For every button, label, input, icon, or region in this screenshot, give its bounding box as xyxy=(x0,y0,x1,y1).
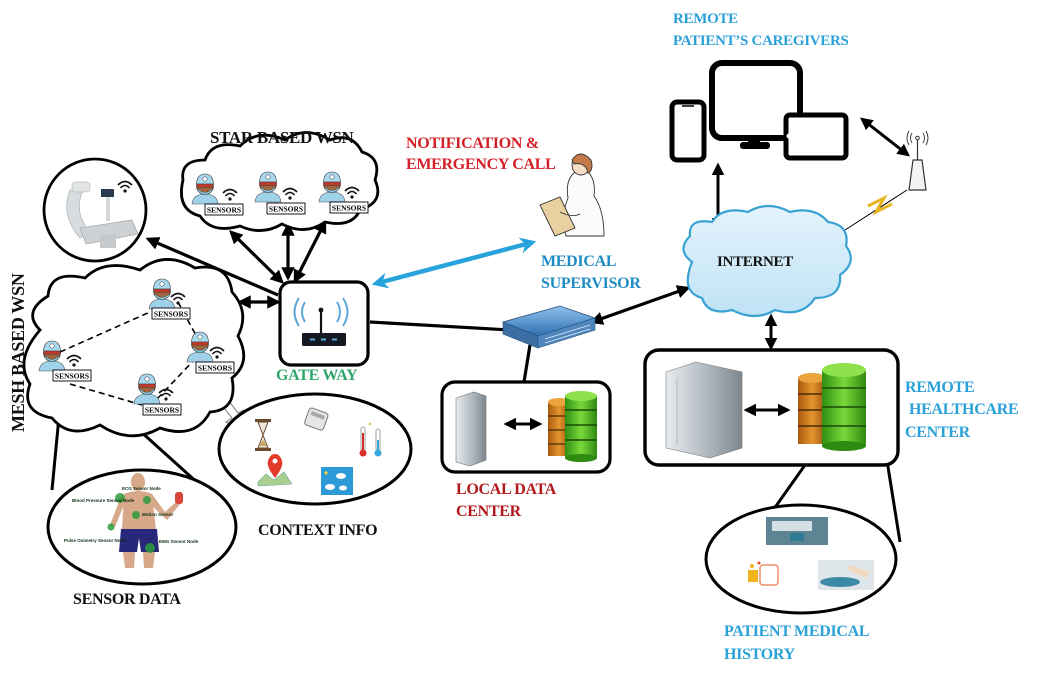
local-data-center-line1: LOCAL DATA xyxy=(456,481,556,498)
mesh-wsn-cloud xyxy=(22,258,246,438)
medical-supervisor-figure xyxy=(539,153,605,237)
mesh-sensor-label-4: SENSORS xyxy=(145,406,179,415)
context-info-label: CONTEXT INFO xyxy=(258,522,378,539)
notification-line1: NOTIFICATION & xyxy=(406,135,539,152)
wireless-tower xyxy=(906,130,929,191)
body-label-blood-pressure: Blood Pressure Sensor Node xyxy=(72,498,135,503)
mesh-sensor-node-1 xyxy=(148,278,191,320)
patient-history-line2: HISTORY xyxy=(724,646,795,663)
weather-icon xyxy=(321,467,353,495)
imaging-device xyxy=(42,157,148,263)
gateway-router xyxy=(278,280,370,367)
link-gateway-star3 xyxy=(293,219,327,284)
medical-supervisor-line1: MEDICAL xyxy=(541,253,617,270)
body-label-pulse-oximetry: Pulse Oximetry Sensor Node xyxy=(64,538,126,543)
link-switch-local xyxy=(522,344,532,383)
remote-caregivers-line1: REMOTE xyxy=(673,11,738,27)
local-data-center-line2: CENTER xyxy=(456,503,521,520)
notification-line2: EMERGENCY CALL xyxy=(406,156,556,173)
lightning-icon xyxy=(867,194,893,216)
body-label-ecg: ECG Sensor Node xyxy=(122,486,161,491)
mesh-sensor-label-3: SENSORS xyxy=(198,364,232,373)
calculator-icon xyxy=(304,407,329,431)
star-sensor-label-1: SENSORS xyxy=(207,206,241,215)
context-info-ellipse xyxy=(217,392,413,506)
sensor-data-ellipse: Blood Pressure Sensor Node ECG Sensor No… xyxy=(46,468,238,586)
caregiver-devices xyxy=(669,60,849,163)
map-pin-icon xyxy=(257,454,293,487)
internet-label: INTERNET xyxy=(717,254,793,270)
link-gateway-star1 xyxy=(229,230,284,284)
star-sensor-node-1 xyxy=(191,173,244,216)
link-devices-tower xyxy=(860,117,910,157)
human-body-figure xyxy=(107,473,183,568)
mesh-sensor-label-1: SENSORS xyxy=(154,310,188,319)
mesh-sensor-node-3 xyxy=(186,331,235,374)
mesh-sensor-node-4 xyxy=(133,373,182,416)
link-gateway-supervisor xyxy=(371,237,537,289)
patient-history-ellipse xyxy=(704,503,898,615)
medical-records-photo xyxy=(766,517,828,545)
mesh-wsn-title: MESH BASED WSN xyxy=(8,273,28,432)
medical-supervisor-line2: SUPERVISOR xyxy=(541,275,641,292)
medication-icon xyxy=(748,561,779,586)
network-switch xyxy=(501,305,597,349)
remote-healthcare-line2: HEALTHCARE xyxy=(909,401,1019,418)
doctor-writing-photo xyxy=(818,560,874,590)
remote-healthcare-center-box xyxy=(643,348,900,467)
hourglass-icon xyxy=(255,419,271,451)
link-gateway-switch xyxy=(369,320,511,332)
star-wsn-title: STAR BASED WSN xyxy=(210,128,354,147)
patient-history-line1: PATIENT MEDICAL xyxy=(724,623,870,640)
thermometer-icon xyxy=(359,422,382,457)
gateway-label: GATE WAY xyxy=(276,367,358,384)
remote-caregivers-line2: PATIENT’S CAREGIVERS xyxy=(673,33,849,49)
remote-healthcare-line1: REMOTE xyxy=(905,379,975,396)
sensor-data-label: SENSOR DATA xyxy=(73,591,181,608)
star-sensor-label-2: SENSORS xyxy=(269,205,303,214)
link-switch-internet xyxy=(589,285,691,325)
star-sensor-node-2 xyxy=(254,171,306,215)
body-label-motion: Motion Sensor xyxy=(142,512,173,517)
internet-cloud xyxy=(682,204,852,318)
star-sensor-node-3 xyxy=(318,171,369,214)
mesh-sensor-node-2 xyxy=(38,340,92,382)
body-label-emg: EMG Sensor Node xyxy=(159,539,199,544)
star-sensor-label-3: SENSORS xyxy=(332,204,366,213)
mesh-sensor-label-2: SENSORS xyxy=(55,372,89,381)
local-data-center-box xyxy=(440,380,612,474)
remote-healthcare-line3: CENTER xyxy=(905,424,970,441)
